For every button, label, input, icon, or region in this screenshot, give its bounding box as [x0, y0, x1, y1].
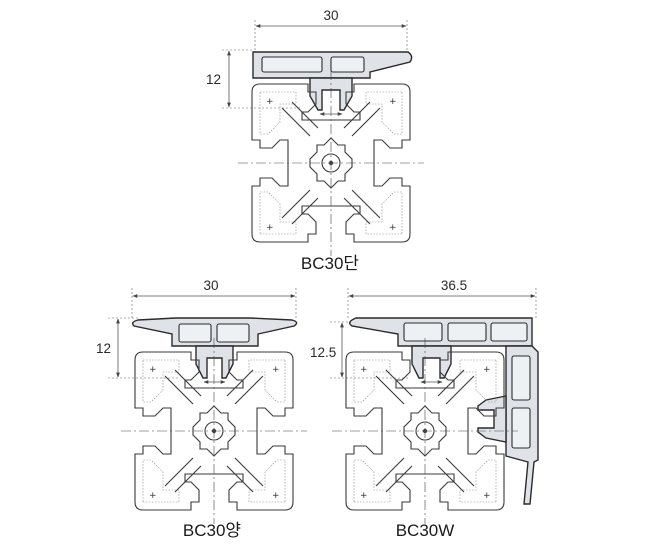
height-dimension: 12 — [96, 341, 111, 356]
height-dimension: 12 — [206, 72, 221, 87]
caption-bc30-double: BC30양 — [183, 521, 241, 540]
width-dimension: 36.5 — [441, 278, 467, 293]
width-dimension: 30 — [323, 8, 338, 23]
caption-bc30-w: BC30W — [396, 521, 455, 540]
width-dimension: 30 — [203, 278, 218, 293]
profile-bc30-double: 30 12 BC30양 — [96, 278, 308, 540]
caption-bc30-single: BC30단 — [301, 254, 360, 273]
profile-bc30-w: 36.5 12.5 BC30W — [310, 278, 539, 540]
profile-bc30-single: 30 12 BC30단 — [206, 8, 425, 273]
height-dimension: 12.5 — [310, 345, 336, 360]
